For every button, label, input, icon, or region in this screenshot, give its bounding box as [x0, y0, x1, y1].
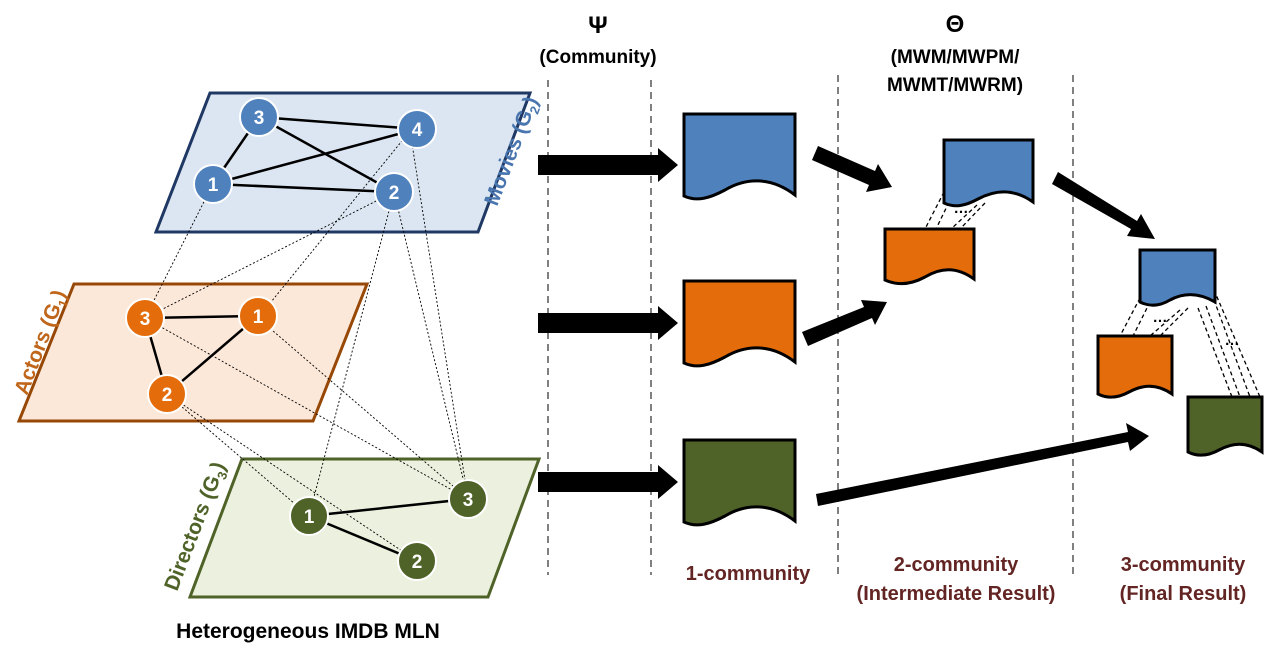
svg-text:4: 4 — [412, 120, 423, 141]
psi-symbol: Ψ — [588, 12, 607, 39]
theta-symbol: Θ — [946, 11, 965, 38]
inter-layer-links — [144, 130, 469, 562]
stage-3-community-label: 3-community — [1121, 554, 1246, 576]
svg-text:2: 2 — [389, 183, 400, 204]
directors-layer-plane — [187, 457, 542, 599]
stage-2-community-sublabel: (Intermediate Result) — [857, 583, 1056, 605]
actor-node-3: 3 — [125, 298, 165, 338]
actor-node-1: 1 — [238, 296, 278, 336]
director-node-1: 1 — [289, 496, 329, 536]
svg-text:2: 2 — [412, 552, 423, 573]
column-dividers — [547, 75, 1074, 575]
director-node-3: 3 — [448, 479, 488, 519]
movie-node-4: 4 — [397, 109, 437, 149]
doc-3-community-blue — [1138, 248, 1217, 307]
doc-1-community-orange — [682, 279, 797, 368]
actors-layer-plane — [16, 282, 370, 423]
arrow-orange-to-2community — [802, 300, 887, 346]
arrow-blue-to-2community — [812, 146, 892, 192]
diagram-title: Heterogeneous IMDB MLN — [176, 620, 440, 643]
svg-text:1: 1 — [304, 507, 315, 528]
two-community-connectors — [924, 191, 986, 230]
arrow-directors-to-community — [538, 465, 678, 499]
theta-line1: (MWM/MWPM/ — [891, 47, 1020, 68]
psi-label: (Community) — [539, 47, 656, 68]
theta-arrows — [802, 146, 1155, 506]
psi-arrows — [538, 148, 678, 499]
svg-text:1: 1 — [253, 307, 264, 328]
movie-node-3: 3 — [239, 97, 279, 137]
three-community-dots-left: … — [1153, 309, 1168, 326]
stage-2-community-label: 2-community — [894, 554, 1019, 576]
svg-text:2: 2 — [162, 385, 173, 406]
doc-3-community-green — [1186, 395, 1264, 457]
arrow-2community-to-3community — [1052, 172, 1155, 239]
actors-nodes: 3 1 2 — [125, 296, 278, 414]
arrow-movies-to-community — [538, 148, 678, 182]
theta-line2: MWMT/MWRM) — [887, 75, 1023, 96]
doc-3-community-orange — [1096, 334, 1174, 399]
doc-2-community-blue — [942, 138, 1035, 208]
three-community-dots-right: … — [1225, 332, 1240, 349]
arrow-green-to-3community — [816, 423, 1149, 506]
director-node-2: 2 — [397, 541, 437, 581]
doc-1-community-blue — [682, 112, 797, 201]
svg-text:3: 3 — [463, 490, 474, 511]
svg-text:1: 1 — [208, 175, 219, 196]
directors-nodes: 1 3 2 — [289, 479, 488, 581]
svg-text:3: 3 — [254, 108, 265, 129]
stage-1-community-label: 1-community — [686, 563, 811, 585]
actor-node-2: 2 — [147, 374, 187, 414]
doc-1-community-green — [682, 438, 797, 527]
svg-text:3: 3 — [140, 309, 151, 330]
movie-node-1: 1 — [193, 164, 233, 204]
movies-nodes: 3 4 1 2 — [193, 97, 437, 212]
movie-node-2: 2 — [374, 172, 414, 212]
three-community-connectors — [1119, 289, 1261, 398]
stage-3-community-sublabel: (Final Result) — [1120, 583, 1247, 605]
arrow-actors-to-community — [538, 306, 678, 340]
doc-2-community-orange — [883, 227, 976, 286]
